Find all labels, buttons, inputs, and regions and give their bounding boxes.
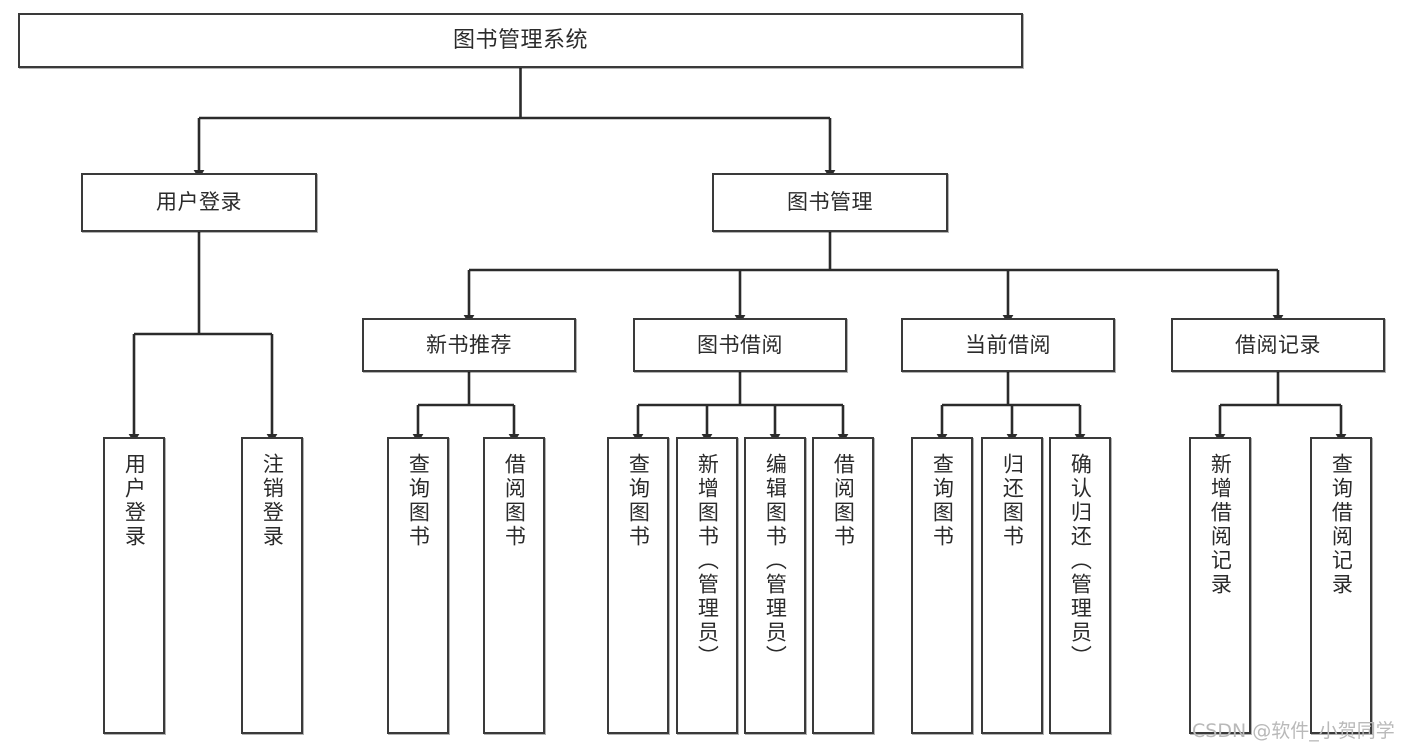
node-label: 注销登录 xyxy=(260,453,285,549)
node-label: 图书借阅 xyxy=(697,332,783,357)
node-label: 新增借阅记录 xyxy=(1208,453,1233,597)
node-l-login[interactable]: 用户登录 xyxy=(103,437,165,734)
watermark: CSDN @软件_小贺同学 xyxy=(1192,720,1395,742)
node-l-re-add[interactable]: 新增借阅记录 xyxy=(1189,437,1251,734)
node-label: 用户登录 xyxy=(122,453,147,549)
node-l-bo-edit[interactable]: 编辑图书（管理员） xyxy=(744,437,806,734)
node-l-nb-query[interactable]: 查询图书 xyxy=(387,437,449,734)
node-l-bo-borrow[interactable]: 借阅图书 xyxy=(812,437,874,734)
node-l-bo-query[interactable]: 查询图书 xyxy=(607,437,669,734)
node-label: 新书推荐 xyxy=(426,332,512,357)
node-label: 借阅图书 xyxy=(831,453,856,549)
node-label: 编辑图书（管理员） xyxy=(763,453,788,669)
node-l-cu-return[interactable]: 归还图书 xyxy=(981,437,1043,734)
node-newbook[interactable]: 新书推荐 xyxy=(362,318,576,372)
node-label: 确认归还（管理员） xyxy=(1068,453,1093,669)
node-bookmgmt[interactable]: 图书管理 xyxy=(712,173,948,232)
node-label: 图书管理 xyxy=(787,190,873,215)
node-label: 当前借阅 xyxy=(965,332,1051,357)
node-label: 新增图书（管理员） xyxy=(695,453,720,669)
node-label: 用户登录 xyxy=(156,190,242,215)
node-root[interactable]: 图书管理系统 xyxy=(18,13,1023,68)
node-l-cu-query[interactable]: 查询图书 xyxy=(911,437,973,734)
node-label: 借阅图书 xyxy=(502,453,527,549)
node-l-nb-borrow[interactable]: 借阅图书 xyxy=(483,437,545,734)
node-l-re-query[interactable]: 查询借阅记录 xyxy=(1310,437,1372,734)
node-label: 归还图书 xyxy=(1000,453,1025,549)
node-login[interactable]: 用户登录 xyxy=(81,173,317,232)
node-label: 查询图书 xyxy=(930,453,955,549)
node-borrow[interactable]: 图书借阅 xyxy=(633,318,847,372)
node-label: 查询图书 xyxy=(406,453,431,549)
edge-layer xyxy=(128,68,1347,443)
node-records[interactable]: 借阅记录 xyxy=(1171,318,1385,372)
node-label: 查询图书 xyxy=(626,453,651,549)
node-l-bo-add[interactable]: 新增图书（管理员） xyxy=(676,437,738,734)
node-l-cu-confirm[interactable]: 确认归还（管理员） xyxy=(1049,437,1111,734)
node-label: 查询借阅记录 xyxy=(1329,453,1354,597)
node-current[interactable]: 当前借阅 xyxy=(901,318,1115,372)
node-l-logout[interactable]: 注销登录 xyxy=(241,437,303,734)
node-label: 借阅记录 xyxy=(1235,332,1321,357)
node-label: 图书管理系统 xyxy=(452,27,588,53)
